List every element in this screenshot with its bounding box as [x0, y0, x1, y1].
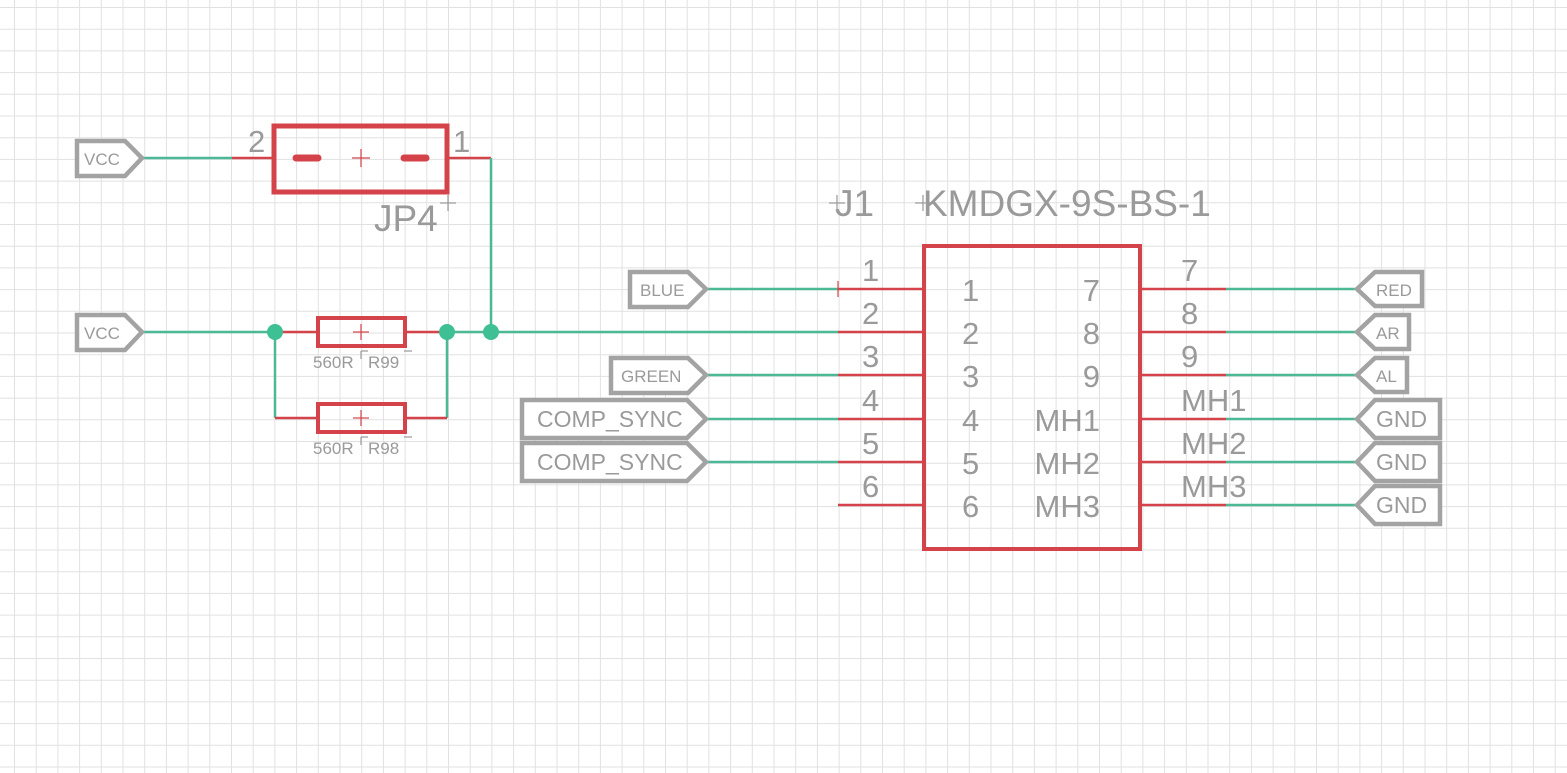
net-label-gnd[interactable]: GND [1353, 397, 1443, 441]
resistor-network[interactable]: 560R R99 560R R98 [143, 316, 838, 458]
j1-pin-number-right: MH2 [1181, 426, 1246, 461]
j1-pin-inner-label-right: 8 [1083, 316, 1100, 351]
j1-pin-number-left: 4 [862, 383, 879, 418]
junction-right[interactable] [483, 324, 499, 340]
net-label-text: GND [1376, 492, 1427, 518]
jumper-jp4[interactable]: 2 1 JP4 [143, 123, 491, 239]
net-label-text: GREEN [621, 367, 681, 386]
j1-pin-inner-label-right: MH3 [1035, 489, 1100, 524]
net-label-vcc-top[interactable]: VCC [74, 138, 146, 179]
j1-pin-inner-label-right: MH1 [1035, 403, 1100, 438]
net-label-ar[interactable]: AR [1353, 312, 1412, 352]
net-label-text: COMP_SYNC [537, 449, 683, 475]
j1-pin-number-right: MH3 [1181, 469, 1246, 504]
j1-value: KMDGX-9S-BS-1 [923, 183, 1211, 224]
net-label-frame [1353, 440, 1443, 484]
j1-left-pins: 1 1 2 2 3 3 4 4 5 5 6 6 [838, 253, 979, 524]
j1-body [922, 244, 1142, 551]
net-label-text: RED [1376, 281, 1412, 300]
net-label-red[interactable]: RED [1353, 269, 1425, 309]
net-label-frame [519, 397, 710, 441]
net-label-frame [627, 269, 710, 310]
net-label-text: COMP_SYNC [537, 406, 683, 432]
net-label-vcc-mid[interactable]: VCC [74, 312, 146, 353]
r99-name: R99 [368, 353, 399, 372]
j1-pin-inner-label-left: 4 [962, 403, 979, 438]
net-label-text: VCC [84, 324, 120, 343]
jp4-body [271, 123, 450, 195]
j1-pin-inner-label-left: 1 [962, 273, 979, 308]
net-label-text: VCC [84, 150, 120, 169]
jp4-pin2-number: 2 [248, 124, 265, 159]
net-label-text: GND [1376, 406, 1427, 432]
jp4-name: JP4 [374, 198, 438, 239]
j1-pin-number-left: 1 [862, 253, 879, 288]
j1-pin-inner-label-right: 9 [1083, 359, 1100, 394]
net-label-frame [608, 355, 710, 396]
net-label-al[interactable]: AL [1353, 355, 1410, 395]
net-label-gnd[interactable]: GND [1353, 483, 1443, 527]
j1-pin-number-right: 9 [1181, 339, 1198, 374]
j1-pin-inner-label-left: 5 [962, 446, 979, 481]
j1-pin-inner-label-right: MH2 [1035, 446, 1100, 481]
j1-pin-number-left: 6 [862, 469, 879, 504]
net-label-frame [1353, 397, 1443, 441]
net-label-frame [74, 312, 146, 353]
net-label-frame [74, 138, 146, 179]
junction-left[interactable] [267, 324, 283, 340]
net-label-frame [1353, 269, 1425, 309]
net-label-gnd[interactable]: GND [1353, 440, 1443, 484]
r99-body [316, 316, 407, 348]
net-label-comp-sync-2[interactable]: COMP_SYNC [519, 440, 710, 484]
junction-middle[interactable] [439, 324, 455, 340]
j1-pin-inner-label-left: 2 [962, 316, 979, 351]
resistor-r98[interactable]: 560R R98 [275, 402, 447, 458]
net-label-comp-sync-1[interactable]: COMP_SYNC [519, 397, 710, 441]
r98-body [316, 402, 407, 434]
net-label-frame [1353, 355, 1410, 395]
j1-pin-number-right: MH1 [1181, 383, 1246, 418]
j1-pin-inner-label-right: 7 [1083, 273, 1100, 308]
net-label-text: BLUE [640, 281, 684, 300]
net-label-text: GND [1376, 449, 1427, 475]
r98-name: R98 [368, 439, 399, 458]
j1-pin-inner-label-left: 3 [962, 359, 979, 394]
r99-value: 560R [313, 353, 354, 372]
net-label-frame [1353, 312, 1412, 352]
j1-pin-inner-label-left: 6 [962, 489, 979, 524]
right-signals[interactable]: RED AR AL GND GND GND [1226, 269, 1443, 527]
resistor-r99[interactable]: 560R R99 [275, 316, 447, 372]
net-label-blue[interactable]: BLUE [627, 269, 710, 310]
net-label-frame [519, 440, 710, 484]
j1-pin-number-left: 3 [862, 339, 879, 374]
net-label-text: AL [1376, 367, 1397, 386]
j1-pin-number-right: 8 [1181, 296, 1198, 331]
left-signals[interactable]: BLUE GREEN COMP_SYNC COMP_SYNC [519, 269, 839, 484]
net-label-green[interactable]: GREEN [608, 355, 710, 396]
j1-pin-number-left: 2 [862, 296, 879, 331]
j1-pin-number-left: 5 [862, 426, 879, 461]
net-label-text: AR [1376, 324, 1400, 343]
net-label-frame [1353, 483, 1443, 527]
jp4-pin1-number: 1 [453, 124, 470, 159]
r98-value: 560R [313, 439, 354, 458]
j1-pin-number-right: 7 [1181, 253, 1198, 288]
